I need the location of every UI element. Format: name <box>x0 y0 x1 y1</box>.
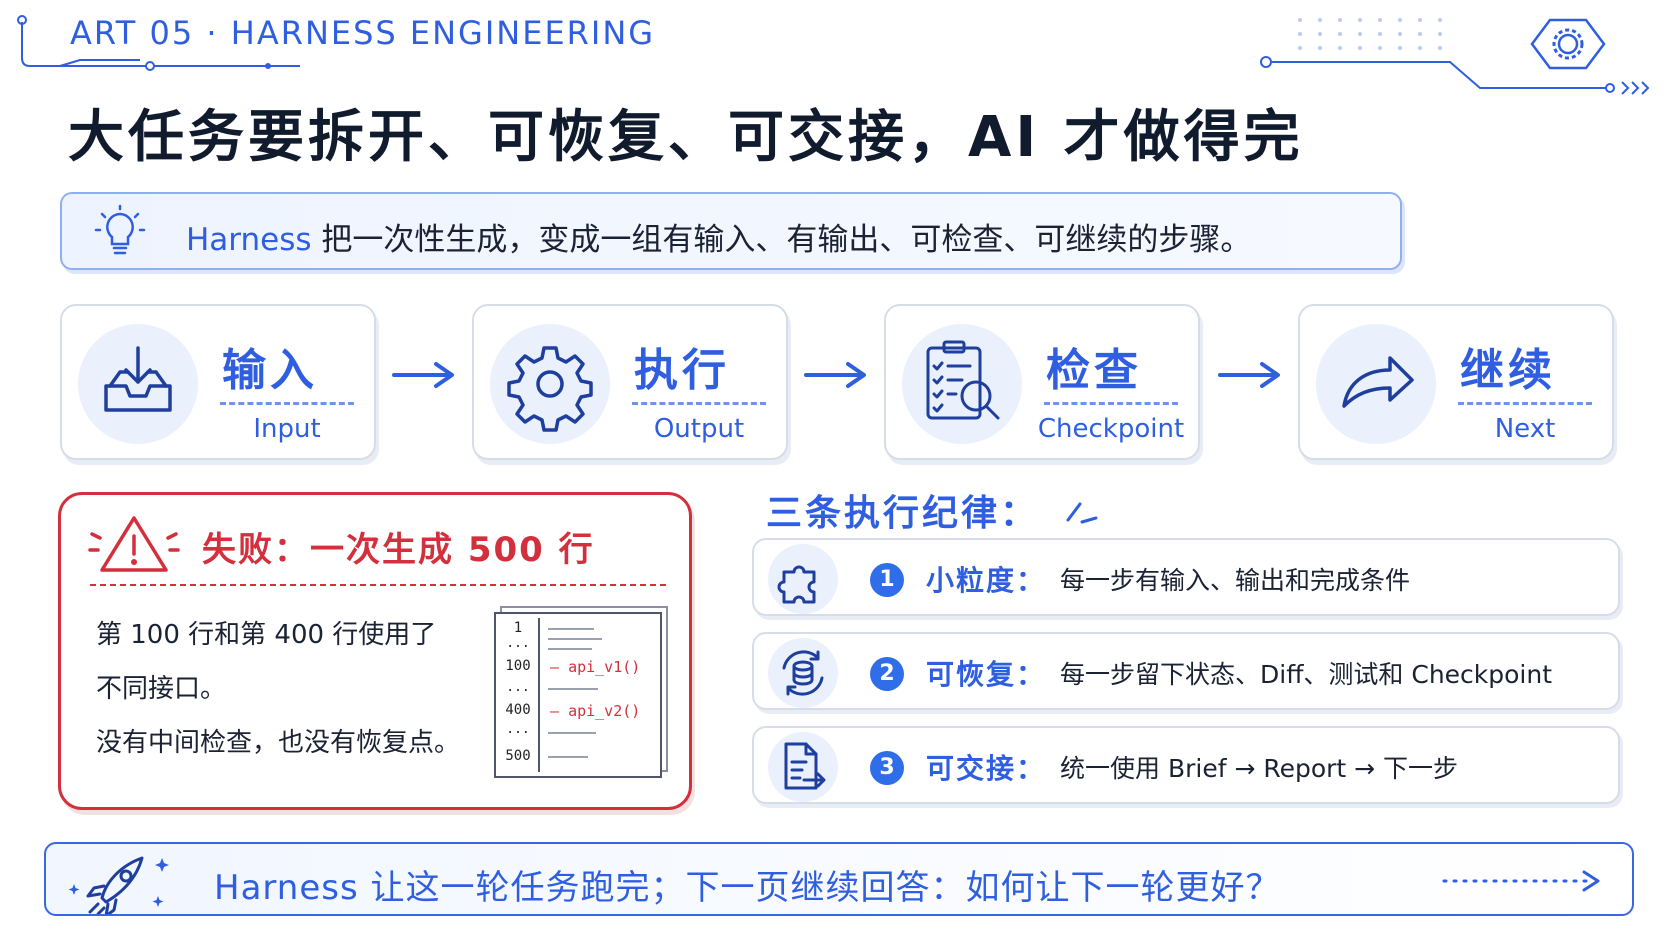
puzzle-icon <box>777 565 816 604</box>
api-v2-label: api_v2() <box>568 702 641 720</box>
rules-title: 三条执行纪律： <box>766 493 1040 534</box>
footer-text: Harness 让这一轮任务跑完；下一页继续回答：如何让下一轮更好？ <box>214 868 1281 908</box>
inbox-download-icon <box>104 346 172 412</box>
line-number: 500 <box>505 748 531 764</box>
code-gutter <box>538 618 540 772</box>
rule-description: 每一步有输入、输出和完成条件 <box>1060 566 1411 595</box>
step-divider <box>1044 402 1178 405</box>
step-subtitle: Checkpoint <box>1037 414 1185 444</box>
rule-separator: ： <box>1016 752 1047 785</box>
circuit-decoration-left <box>17 15 300 71</box>
code-line <box>548 628 594 630</box>
banner-text: Harness 把一次性生成，变成一组有输入、有输出、可检查、可继续的步骤。 <box>186 214 1251 259</box>
database-sync-icon <box>782 650 824 696</box>
banner-highlight: Harness <box>186 222 312 258</box>
step-title: 继续 <box>1460 345 1556 396</box>
step-card-check: 检查 Checkpoint <box>884 304 1200 460</box>
rocket-icon <box>68 856 169 914</box>
flow-arrow-1 <box>392 362 454 388</box>
rule-description: 统一使用 Brief → Report → 下一步 <box>1060 754 1459 783</box>
api-v1-label: api_v1() <box>568 658 641 676</box>
rule-separator: ： <box>1016 564 1047 597</box>
step-card-next: 继续 Next <box>1298 304 1614 460</box>
gear-icon <box>507 346 593 432</box>
step-subtitle: Input <box>253 414 321 444</box>
rule-number-badge: 2 <box>870 657 904 691</box>
circuit-decoration-right <box>1260 18 1650 95</box>
failure-line-2: 不同接口。 <box>96 674 227 704</box>
footer-banner <box>44 842 1634 916</box>
line-number: 1 <box>513 620 523 636</box>
flow-arrow-3 <box>1218 362 1280 388</box>
dotted-arrow-icon <box>1442 870 1600 892</box>
line-number: 400 <box>505 702 531 718</box>
step-icon-bg <box>1316 324 1436 444</box>
pen-stroke-decoration <box>1066 502 1098 524</box>
rule-keyword-text: 可恢复 <box>926 658 1017 691</box>
summary-banner <box>60 192 1402 270</box>
step-title: 执行 <box>634 345 730 396</box>
step-icon-bg <box>78 324 198 444</box>
rule-item-1: 1 小粒度： 每一步有输入、输出和完成条件 <box>752 538 1620 616</box>
rule-item-2: 2 可恢复： 每一步留下状态、Diff、测试和 Checkpoint <box>752 632 1620 710</box>
flow-arrow-2 <box>804 362 866 388</box>
api-v1-call: – api_v1() <box>550 658 641 676</box>
step-subtitle: Next <box>1494 414 1556 444</box>
rule-keyword-text: 小粒度 <box>926 564 1017 597</box>
ellipsis: ... <box>506 680 530 695</box>
code-line <box>548 756 588 758</box>
step-card-execute: 执行 Output <box>472 304 788 460</box>
rule-description: 每一步留下状态、Diff、测试和 Checkpoint <box>1060 660 1553 689</box>
failure-line-3: 没有中间检查，也没有恢复点。 <box>96 728 461 758</box>
code-line <box>548 648 592 650</box>
step-card-input: 输入 Input <box>60 304 376 460</box>
step-divider <box>632 402 766 405</box>
step-subtitle: Output <box>653 414 745 444</box>
document-export-icon <box>784 742 826 790</box>
failure-title: 失败：一次生成 500 行 <box>202 530 595 570</box>
warning-icon <box>88 516 180 572</box>
rule-icon-bg <box>768 544 838 614</box>
article-label: ART 05 · HARNESS ENGINEERING <box>70 14 656 52</box>
rule-keyword-text: 可交接 <box>926 752 1017 785</box>
rule-keyword: 可交接： <box>926 747 1046 787</box>
step-icon-bg <box>902 324 1022 444</box>
code-line <box>548 688 598 690</box>
api-v2-call: – api_v2() <box>550 702 641 720</box>
lightbulb-icon <box>94 204 146 255</box>
rule-separator: ： <box>1016 658 1047 691</box>
banner-body: 把一次性生成，变成一组有输入、有输出、可检查、可继续的步骤。 <box>311 222 1252 258</box>
forward-arrow-icon <box>1342 356 1414 408</box>
rule-keyword: 小粒度： <box>926 559 1046 599</box>
code-line <box>548 638 602 640</box>
code-sheet: 1 ... 100 ... 400 ... 500 – api_v1() – a… <box>494 612 662 778</box>
rule-item-3: 3 可交接： 统一使用 Brief → Report → 下一步 <box>752 726 1620 804</box>
line-number: 100 <box>505 658 531 674</box>
rule-keyword: 可恢复： <box>926 653 1046 693</box>
checklist-magnifier-icon <box>926 340 1000 420</box>
step-divider <box>220 402 354 405</box>
step-icon-bg <box>490 324 610 444</box>
page-title: 大任务要拆开、可恢复、可交接，AI 才做得完 <box>68 105 1304 170</box>
ellipsis: ... <box>506 636 530 651</box>
step-title: 检查 <box>1046 345 1142 396</box>
code-line <box>548 732 596 734</box>
ellipsis: ... <box>506 722 530 737</box>
failure-divider <box>90 584 666 586</box>
rule-number-badge: 3 <box>870 751 904 785</box>
rule-icon-bg <box>768 732 838 802</box>
rule-icon-bg <box>768 638 838 708</box>
step-title: 输入 <box>222 345 318 396</box>
step-divider <box>1458 402 1592 405</box>
rule-number-badge: 1 <box>870 563 904 597</box>
failure-line-1: 第 100 行和第 400 行使用了 <box>96 620 437 650</box>
